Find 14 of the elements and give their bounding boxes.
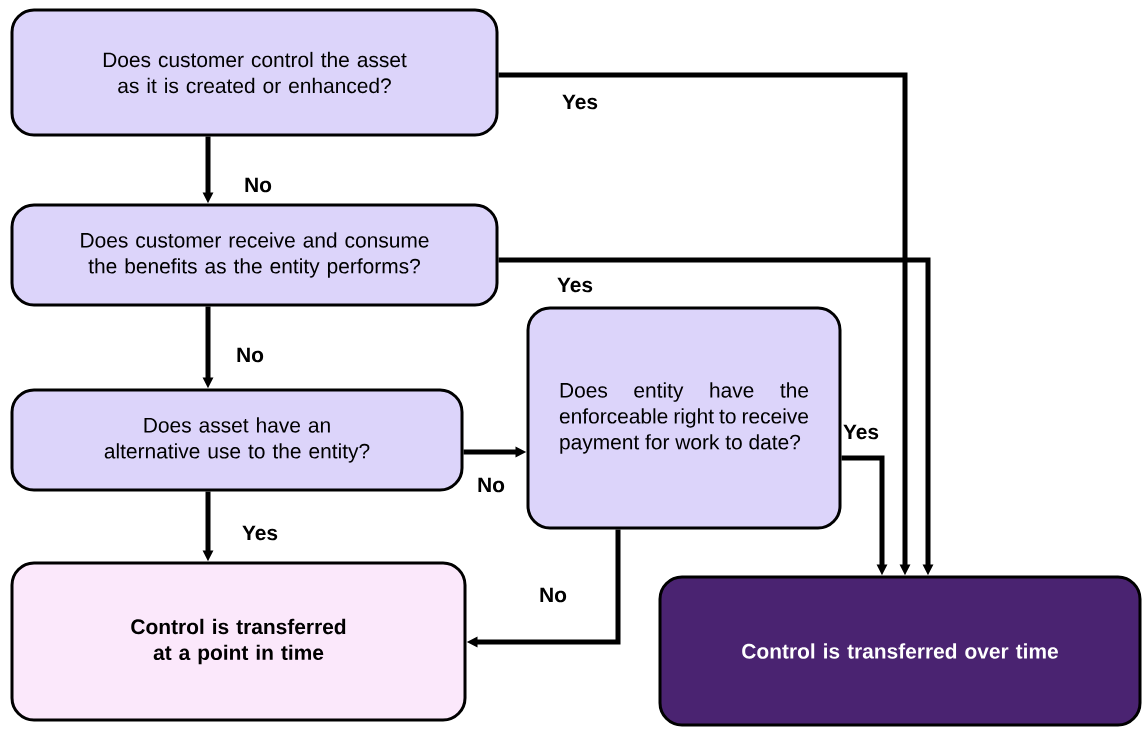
edge-label: Yes: [841, 423, 881, 441]
edge-label: Yes: [241, 524, 280, 542]
decision-box: Does customer receive and consume the benefits as the entity performs?: [10, 203, 499, 307]
decision-box: Does asset have an alternative use to the entity?: [10, 388, 464, 492]
decision-box: Does customer control the asset as it is created or enhanced?: [10, 8, 499, 137]
edge-label: Yes: [555, 276, 595, 294]
edge-label: No: [235, 346, 265, 364]
result-box: Control is transferred over time: [658, 575, 1142, 727]
decision-box: Does entity have the enforceable right to receive payment for work to date?: [526, 306, 842, 530]
edge-label: No: [538, 586, 568, 604]
edge-label: No: [243, 176, 273, 194]
edge-label: Yes: [560, 93, 600, 111]
result-box: Control is transferred at a point in time: [10, 561, 467, 722]
edge-label: No: [476, 476, 506, 494]
